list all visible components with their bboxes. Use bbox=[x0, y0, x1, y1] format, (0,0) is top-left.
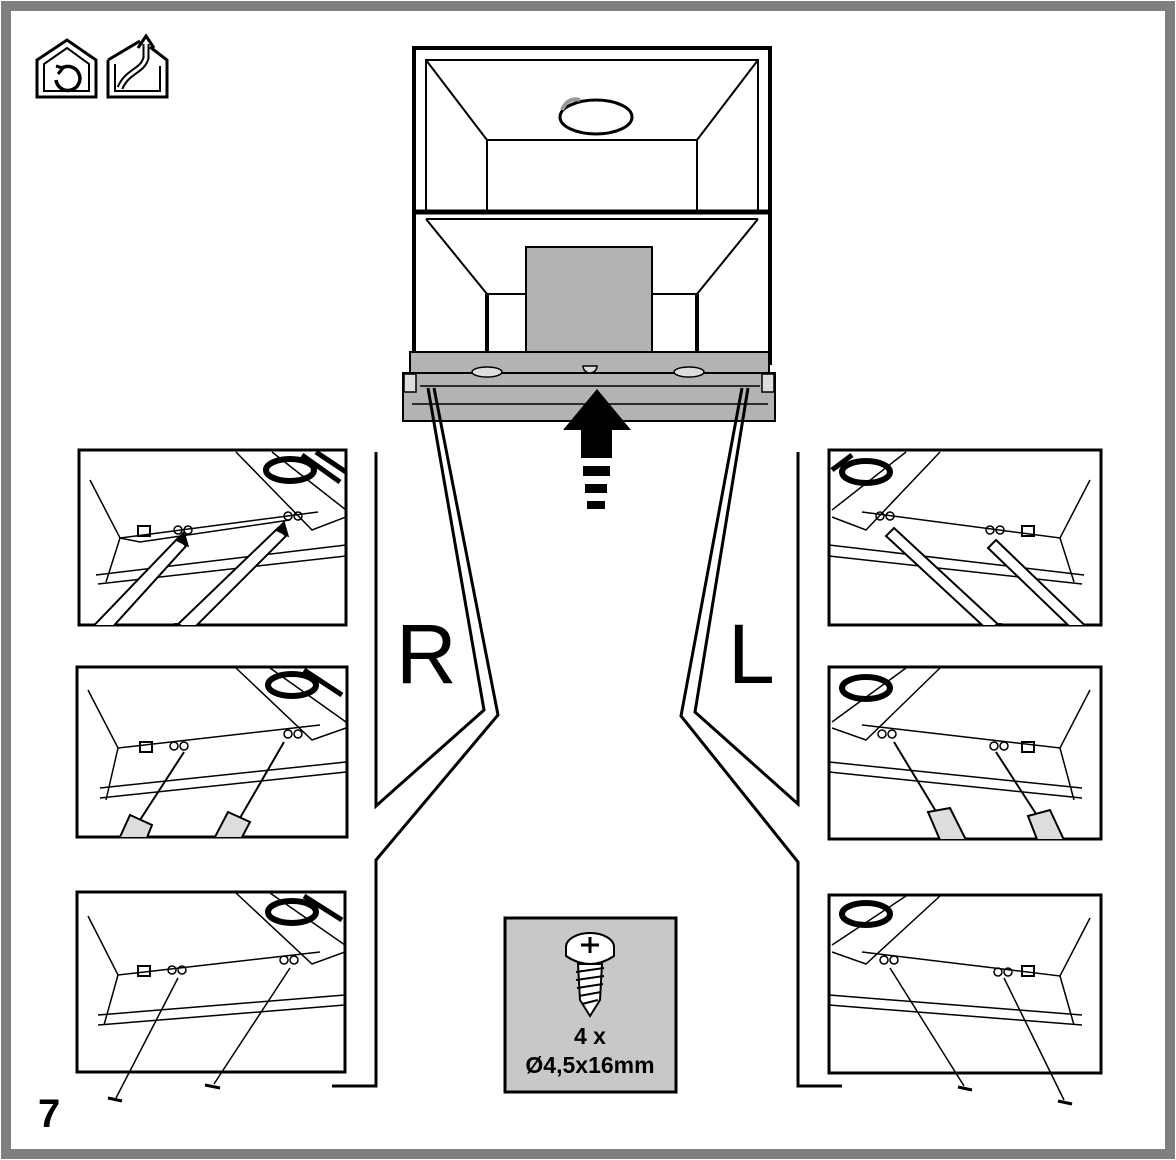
panel-l-drill-holes bbox=[827, 665, 1103, 841]
panel-l-mark-holes bbox=[827, 448, 1103, 627]
recirculation-mode-icon bbox=[35, 38, 98, 99]
screw-dimension: Ø4,5x16mm bbox=[525, 1052, 655, 1078]
panel-l-fix-screws bbox=[827, 893, 1103, 1075]
right-side-label: R bbox=[396, 607, 457, 701]
extraction-mode-icon bbox=[106, 33, 169, 99]
panel-r-mark-holes bbox=[77, 448, 348, 627]
left-side-label: L bbox=[728, 607, 775, 701]
step-number: 7 bbox=[38, 1092, 61, 1136]
cooker-hood bbox=[402, 351, 776, 422]
screw-quantity: 4 x bbox=[574, 1023, 606, 1049]
screw-icon bbox=[565, 932, 615, 1018]
screw-spec-box bbox=[503, 916, 678, 1094]
screw-lines-r bbox=[107, 967, 291, 1103]
callout-lines bbox=[332, 387, 842, 1088]
hood-chimney bbox=[525, 246, 653, 356]
screw-lines-l bbox=[889, 967, 1073, 1106]
lift-arrow bbox=[563, 389, 631, 509]
panel-r-drill-holes bbox=[75, 665, 349, 839]
panel-r-fix-screws bbox=[75, 890, 347, 1074]
